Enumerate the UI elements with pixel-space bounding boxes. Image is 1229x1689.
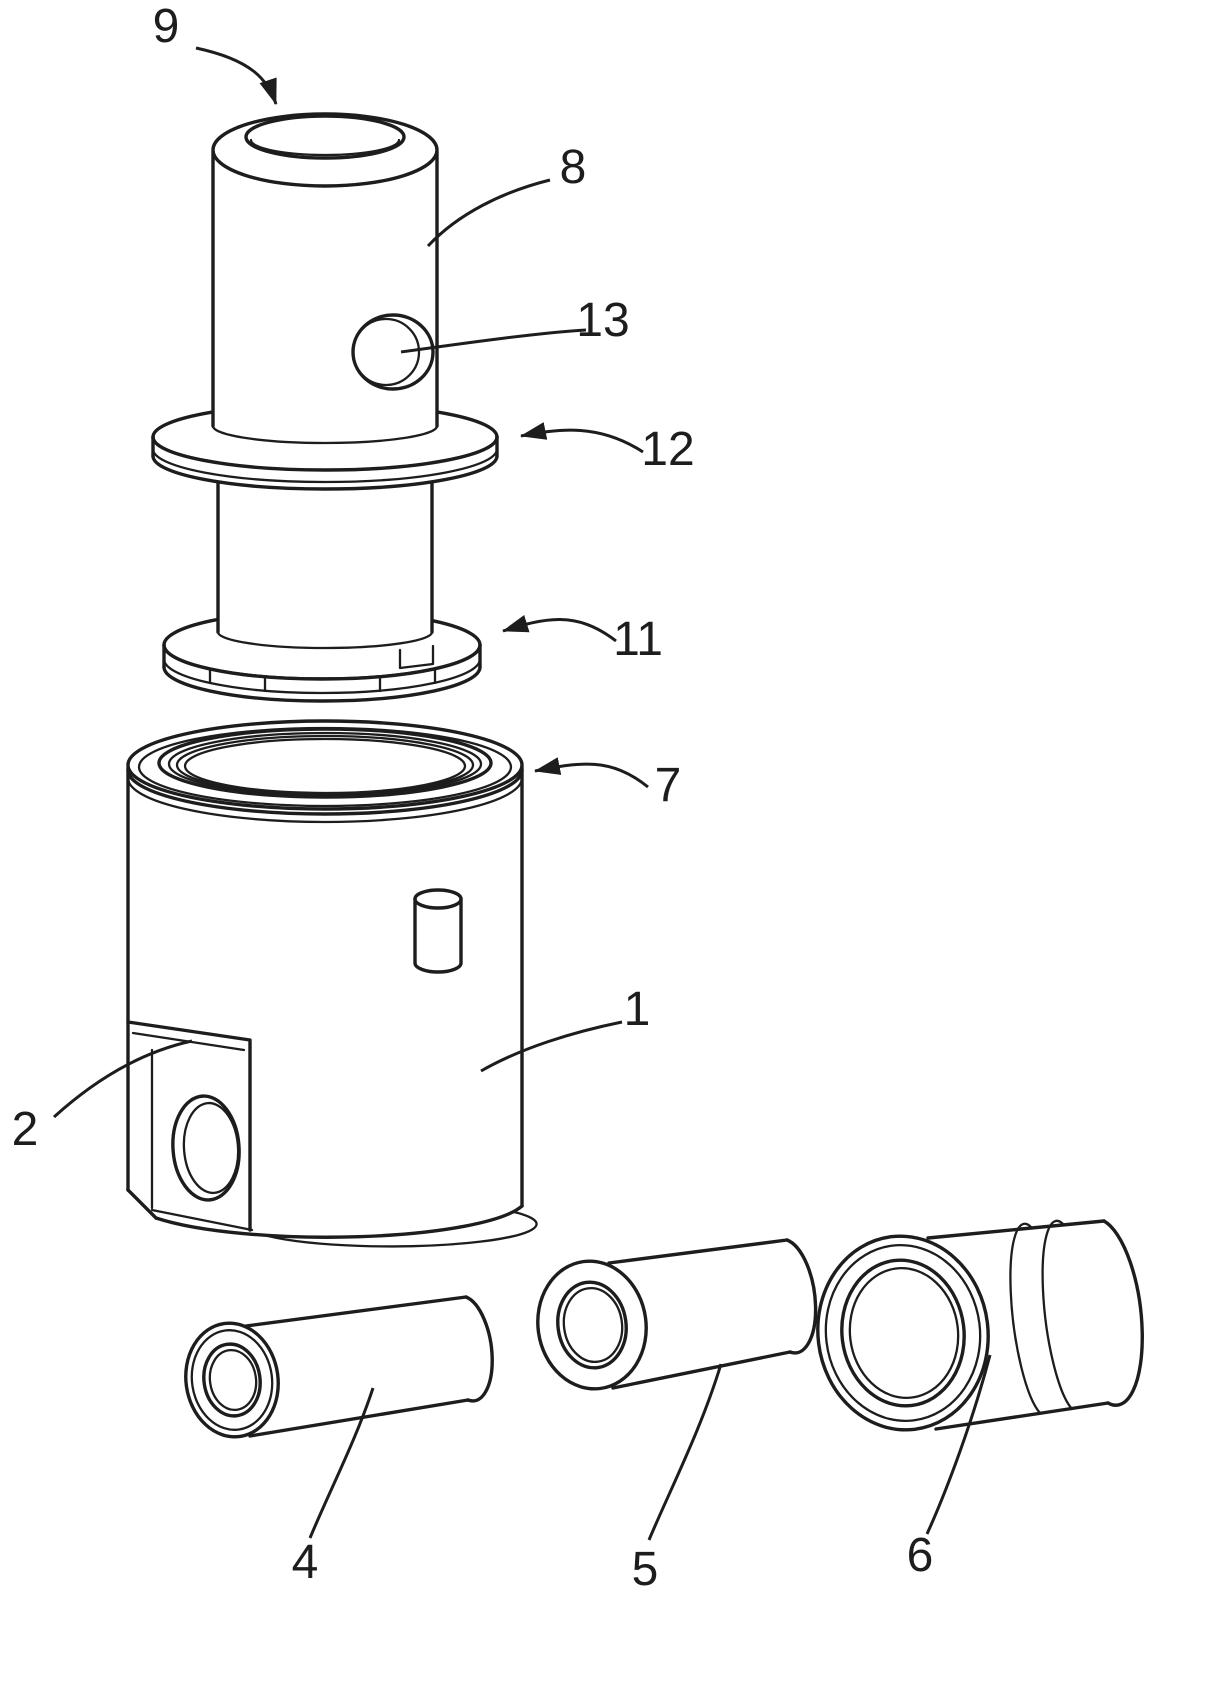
part-label-13: 13 — [576, 294, 630, 347]
rim-ellipse-3 — [157, 727, 493, 799]
body-side-boss — [413, 888, 463, 974]
body-bottom-inner-edge — [266, 1210, 538, 1248]
sleeve5-far-end — [785, 1238, 818, 1355]
flange-12-front-edge — [151, 435, 499, 472]
leader-7 — [534, 757, 649, 789]
leader-6 — [925, 1354, 992, 1535]
leader-4 — [308, 1387, 375, 1539]
cylinder-flange11-junction — [216, 630, 434, 650]
bushing6-far-end — [1102, 1219, 1144, 1407]
top-opening-9-rim — [244, 114, 406, 160]
flange-11-bottom-edge — [162, 665, 482, 703]
bushing6-groove-1 — [1009, 1222, 1042, 1415]
part-8-upper-cartridge — [151, 112, 499, 703]
sleeve5-face-outer — [536, 1259, 648, 1391]
part-6-large-bushing — [816, 1219, 1144, 1432]
lower-cylinder-fill — [218, 430, 432, 640]
part-label-1: 1 — [623, 983, 651, 1036]
leader-12 — [520, 422, 644, 454]
flange-12-bottom-edge — [151, 454, 499, 491]
leader-lines — [52, 46, 992, 1541]
flange-11-band-fill — [164, 645, 480, 701]
leader-5 — [647, 1363, 723, 1541]
part-label-7: 7 — [654, 759, 682, 812]
sleeve4-face-ring — [190, 1329, 274, 1431]
bushing6-bottom-edge — [934, 1401, 1110, 1431]
sleeve4-bore-outer — [202, 1342, 262, 1418]
sleeve5-top-edge — [607, 1238, 789, 1265]
bushing6-bore-inner — [848, 1266, 960, 1400]
upper-cylinder-top-rim — [211, 112, 439, 188]
flange-11-facet-ticks — [208, 667, 437, 693]
rim-lower-band-2 — [126, 776, 524, 824]
part-label-11: 11 — [613, 613, 663, 666]
upper-cylinder-fill — [213, 116, 437, 430]
part-label-4: 4 — [291, 1536, 319, 1589]
sleeve4-bore-inner — [208, 1348, 258, 1412]
leader-1 — [480, 1020, 623, 1073]
part-label-6: 6 — [906, 1529, 934, 1582]
part-4-small-sleeve — [184, 1295, 494, 1439]
leader-11 — [502, 615, 617, 643]
rim-ellipse-outer — [126, 719, 524, 811]
flange-11-mid-line — [162, 657, 482, 695]
cutout-floor — [150, 1208, 254, 1232]
part-label-9: 9 — [152, 0, 180, 53]
sleeve4-face-outer — [184, 1321, 280, 1439]
bushing6-face-ring — [824, 1244, 982, 1422]
part-label-12: 12 — [641, 423, 695, 476]
flange-11-front-edge — [162, 643, 482, 681]
leader-9 — [195, 46, 278, 105]
leader-2 — [52, 1039, 193, 1119]
sleeve4-bottom-edge — [248, 1398, 470, 1438]
sleeve4-top-edge — [244, 1295, 468, 1328]
cutout-outline — [126, 1020, 252, 1232]
sleeve5-bottom-edge — [611, 1350, 792, 1390]
bushing6-face-outer — [816, 1234, 990, 1432]
bushing6-top-edge — [926, 1219, 1106, 1240]
flange-12-band-fill — [153, 437, 497, 489]
cutout-hole-inner — [182, 1101, 240, 1195]
top-opening-9-dish — [249, 138, 401, 157]
sleeve5-bore-outer — [556, 1280, 628, 1370]
part-5-middle-sleeve — [536, 1238, 818, 1391]
flange-12-mid-line — [151, 447, 499, 484]
bushing6-bore-outer — [840, 1258, 966, 1408]
rim-thread-3 — [183, 737, 467, 795]
body-bottom-chamfer — [126, 1188, 158, 1220]
sleeve4-far-end — [464, 1295, 494, 1403]
side-port-13-inner — [351, 317, 421, 387]
part-label-5: 5 — [631, 1543, 659, 1596]
leader-13 — [400, 328, 587, 354]
part-label-2: 2 — [11, 1103, 39, 1156]
part-1-main-body — [126, 719, 538, 1248]
threaded-rim-7 — [126, 719, 524, 811]
flange-11-notch — [398, 644, 435, 670]
leader-8 — [426, 178, 551, 248]
cylinder-flange12-junction — [211, 424, 439, 445]
bushing6-groove-2 — [1041, 1219, 1074, 1411]
rim-lower-band-1 — [126, 768, 524, 816]
boss-body — [413, 897, 463, 974]
boss-top — [413, 888, 463, 910]
body-bottom-edge — [154, 1204, 524, 1239]
sleeve5-bore-inner — [562, 1286, 624, 1364]
part-label-8: 8 — [559, 141, 587, 194]
